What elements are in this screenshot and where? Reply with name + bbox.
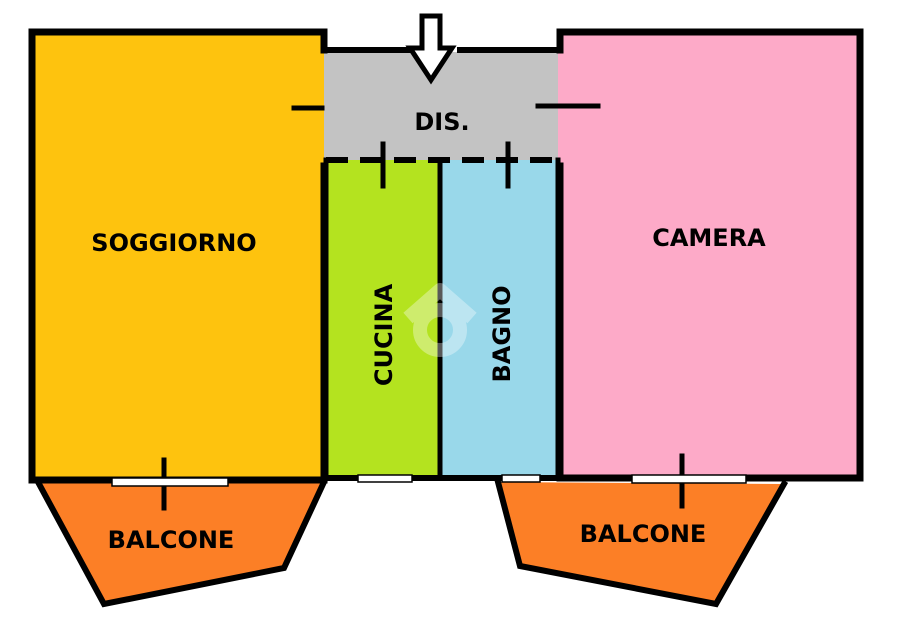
corridor-label: DIS.: [414, 108, 469, 136]
cucina-area: [324, 160, 440, 478]
cucina-window: [357, 474, 413, 483]
soggiorno-area: [32, 32, 324, 480]
soggiorno-window: [111, 477, 229, 487]
camera-window: [631, 474, 747, 484]
camera-label: CAMERA: [652, 224, 766, 252]
balcone-left-label: BALCONE: [108, 526, 235, 554]
balcone-right-wall: [494, 478, 789, 608]
bagno-area: [440, 160, 558, 478]
corridor-area: [322, 52, 562, 162]
balcone-left-wall: [33, 477, 328, 608]
soggiorno-label: SOGGIORNO: [91, 229, 256, 257]
balcone-right-label: BALCONE: [580, 520, 707, 548]
entrance-arrow-icon: [405, 13, 457, 85]
bagno-label: BAGNO: [488, 285, 516, 382]
bagno-window: [501, 474, 541, 483]
camera-area: [558, 32, 860, 478]
walls: [28, 28, 864, 608]
cucina-label: CUCINA: [370, 283, 398, 386]
house-logo-watermark: [403, 283, 477, 357]
